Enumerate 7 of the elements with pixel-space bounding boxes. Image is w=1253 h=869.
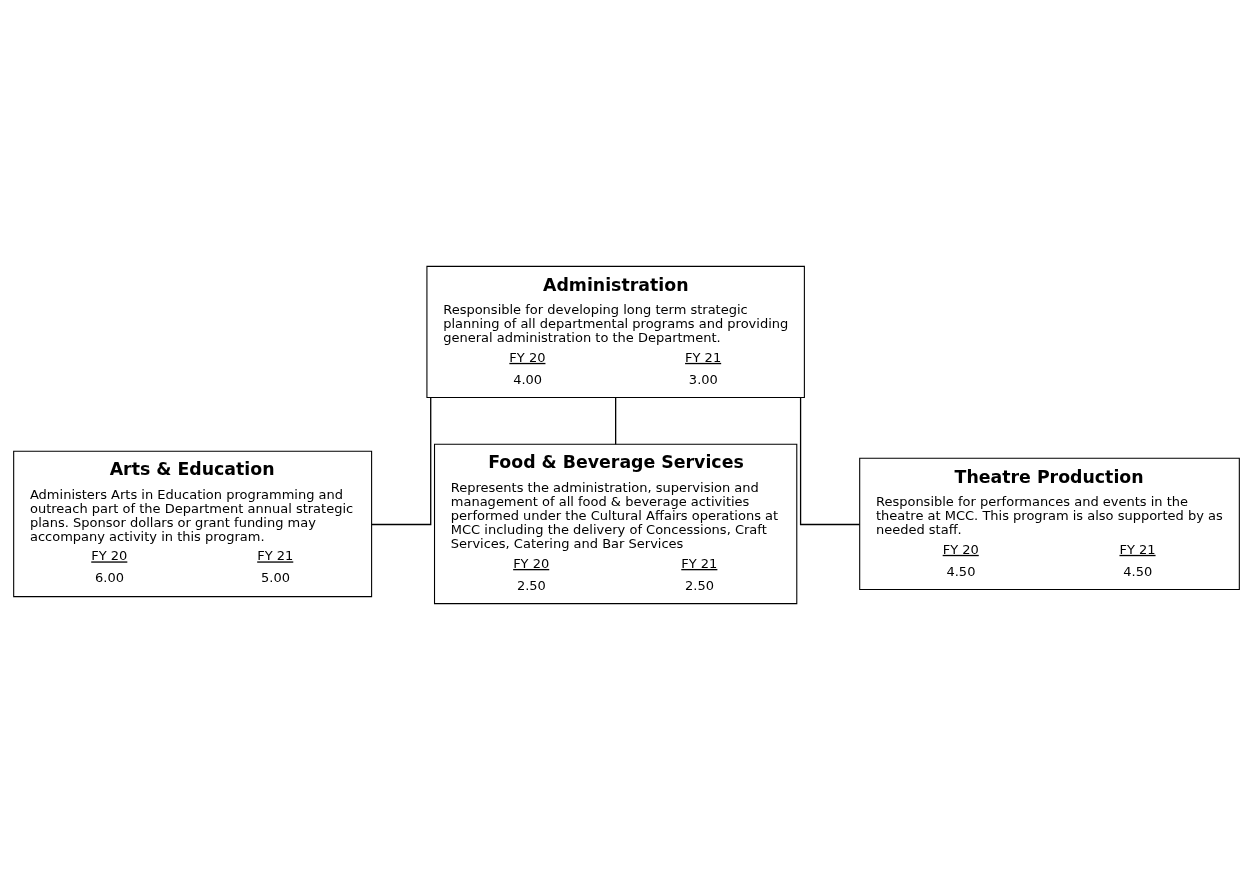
connector: [615, 396, 617, 445]
node-box: Arts & Education Administers Arts in Education programming and outreach part of the Department annual strategic plans. Sponsor dollars or grant funding may accompany activity in this program. FY 20 FY 21 6.00 5.00: [13, 450, 373, 597]
connector: [799, 396, 861, 525]
node-box: Administration Responsible for developing long term strategic planning of all departmental programs and providing general administration to the Department. FY 20 FY 21 4.00 3.00: [426, 265, 805, 398]
connector: [371, 396, 432, 525]
node-box: Theatre Production Responsible for performances and events in the theatre at MCC. This program is also supported by as needed staff. FY 20 FY 21 4.50 4.50: [859, 457, 1240, 590]
node-box: Food & Beverage Services Represents the administration, supervision and management of all food & beverage activities performed under the Cultural Affairs operations at MCC including the delivery of Concessions, Craft Services, Catering and Bar Services FY 20 FY 21 2.50 2.50: [433, 443, 798, 604]
